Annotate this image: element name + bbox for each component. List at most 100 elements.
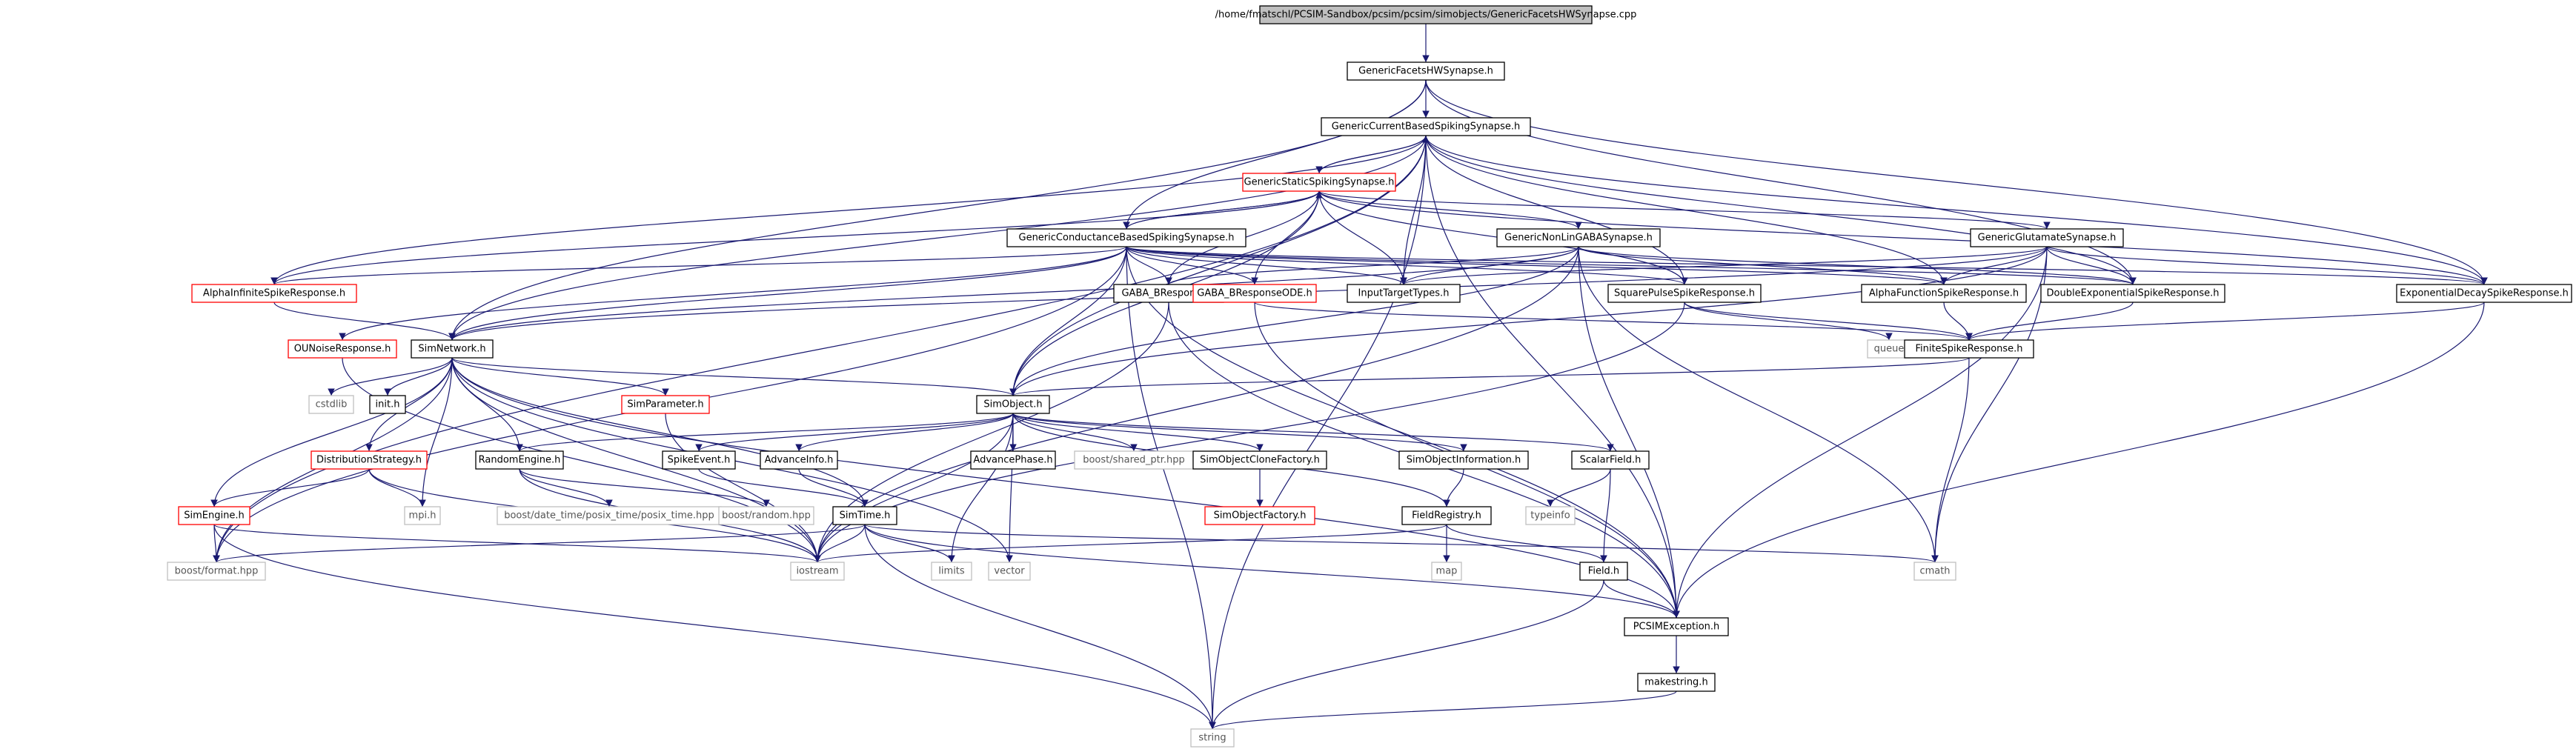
edge-gsss-to-gnlgaba: [1318, 190, 1582, 230]
edge-simtime-to-boostformat: [213, 524, 866, 563]
edge-diststrat-to-simengine: [210, 468, 370, 507]
node-scalarfield[interactable]: ScalarField.h: [1571, 450, 1650, 470]
node-gcond[interactable]: GenericConductanceBasedSpikingSynapse.h: [1006, 228, 1246, 247]
node-label: InputTargetTypes.h: [1358, 288, 1450, 299]
node-alphainf[interactable]: AlphaInfiniteSpikeResponse.h: [191, 284, 357, 303]
node-simtime[interactable]: SimTime.h: [832, 506, 897, 525]
node-box: [931, 562, 972, 581]
node-gnlgaba[interactable]: GenericNonLinGABASynapse.h: [1496, 228, 1661, 247]
node-label: AlphaInfiniteSpikeResponse.h: [203, 288, 345, 299]
edge-gcond-to-simnetwork: [448, 246, 1127, 341]
node-gglut[interactable]: GenericGlutamateSynapse.h: [1970, 228, 2124, 247]
node-gfhw[interactable]: GenericFacetsHWSynapse.h: [1347, 61, 1505, 81]
node-box: [1861, 284, 2027, 303]
node-box: [1579, 562, 1628, 581]
node-box: [718, 506, 814, 525]
node-advancephase[interactable]: AdvancePhase.h: [970, 450, 1056, 470]
node-label: PCSIMException.h: [1633, 622, 1720, 633]
node-root[interactable]: /home/fmatschl/PCSIM-Sandbox/pcsim/pcsim…: [1215, 5, 1637, 24]
edge-gnlgaba-to-doubleexp: [1578, 246, 2137, 285]
node-simparameter[interactable]: SimParameter.h: [621, 395, 710, 414]
node-objfactory[interactable]: SimObjectFactory.h: [1204, 506, 1315, 525]
node-box: [760, 450, 838, 470]
node-label: ExponentialDecaySpikeResponse.h: [2400, 288, 2569, 299]
edge-gglut-to-simobject: [1009, 246, 2048, 396]
node-map: map: [1431, 562, 1462, 581]
node-diststrat[interactable]: DistributionStrategy.h: [311, 450, 428, 470]
node-label: init.h: [376, 399, 400, 410]
node-gsss[interactable]: GenericStaticSpikingSynapse.h: [1242, 173, 1396, 192]
node-fieldh[interactable]: Field.h: [1579, 562, 1628, 581]
edge-squarepulse-to-queue: [1684, 302, 1893, 341]
edge-fieldh-to-string: [1209, 579, 1604, 730]
node-queue: queue: [1867, 339, 1911, 359]
edge-gcbs-to-doubleexp: [1425, 135, 2137, 285]
edge-simobject-to-scalarfield: [1012, 413, 1614, 452]
node-fieldregistry[interactable]: FieldRegistry.h: [1401, 506, 1492, 525]
edge-gsss-to-gglut: [1318, 190, 2051, 230]
node-limits: limits: [931, 562, 972, 581]
edge-simobject-to-siminfo: [1012, 413, 1467, 452]
node-cloneobjfactory[interactable]: SimObjectCloneFactory.h: [1192, 450, 1327, 470]
edge-simtime-to-pcsimexc: [864, 524, 1680, 619]
node-randomengine[interactable]: RandomEngine.h: [475, 450, 564, 470]
node-posixtime: boost/date_time/posix_time/posix_time.hp…: [497, 506, 722, 525]
node-finitespike[interactable]: FiniteSpikeResponse.h: [1904, 339, 2034, 359]
node-simobject[interactable]: SimObject.h: [976, 395, 1050, 414]
node-box: [1970, 228, 2124, 247]
node-gababode[interactable]: GABA_BResponseODE.h: [1192, 284, 1317, 303]
node-box: [1496, 228, 1661, 247]
node-box: [1190, 728, 1235, 748]
node-doubleexp[interactable]: DoubleExponentialSpikeResponse.h: [2040, 284, 2225, 303]
edge-gcbs-to-alphainf: [270, 135, 1427, 285]
edge-gsss-to-expdecay: [1318, 190, 2488, 285]
edge-simobject-to-cloneobjfactory: [1012, 413, 1264, 452]
node-box: [988, 562, 1031, 581]
node-ounoise[interactable]: OUNoiseResponse.h: [288, 339, 397, 359]
node-label: SimObjectCloneFactory.h: [1200, 455, 1320, 466]
node-pcsimexc[interactable]: PCSIMException.h: [1624, 617, 1729, 636]
edge-scalarfield-to-typeinfo: [1547, 468, 1611, 507]
edge-doubleexp-to-finitespike: [1965, 302, 2134, 341]
node-box: [369, 395, 406, 414]
edge-simobject-to-sharedptr: [1012, 413, 1138, 452]
edge-simengine-to-iostream: [213, 524, 821, 563]
node-simnetwork[interactable]: SimNetwork.h: [411, 339, 494, 359]
node-advanceinfo[interactable]: AdvanceInfo.h: [760, 450, 838, 470]
edge-gcond-to-alphafunc: [1126, 246, 1948, 285]
edge-fieldregistry-to-fieldh: [1446, 524, 1607, 563]
node-simengine[interactable]: SimEngine.h: [178, 506, 250, 525]
edge-simnetwork-to-simparameter: [451, 357, 669, 396]
node-box: [178, 506, 250, 525]
node-label: makestring.h: [1644, 677, 1707, 688]
edge-simobject-to-advanceinfo: [795, 413, 1014, 452]
node-box: [167, 562, 266, 581]
edge-gababode-to-finitespike: [1254, 302, 1973, 341]
edge-randomengine-to-posixtime: [519, 468, 613, 507]
edge-simobject-to-randomengine: [516, 413, 1014, 452]
edge-gcbs-to-boostformat: [213, 135, 1427, 563]
node-makestring[interactable]: makestring.h: [1637, 673, 1716, 692]
edge-simengine-to-string: [213, 524, 1216, 730]
edges-layer: [210, 24, 2488, 730]
node-gcbs[interactable]: GenericCurrentBasedSpikingSynapse.h: [1321, 117, 1531, 136]
edge-gcond-to-ounoise: [339, 246, 1127, 341]
node-expdecay[interactable]: ExponentialDecaySpikeResponse.h: [2396, 284, 2572, 303]
node-label: GenericGlutamateSynapse.h: [1978, 233, 2117, 244]
node-box: [1401, 506, 1492, 525]
node-box: [2396, 284, 2572, 303]
node-inputtarget[interactable]: InputTargetTypes.h: [1347, 284, 1461, 303]
node-squarepulse[interactable]: SquarePulseSpikeResponse.h: [1607, 284, 1762, 303]
edge-diststrat-to-mpi: [368, 468, 426, 507]
node-label: AdvancePhase.h: [973, 455, 1052, 466]
edge-simnetwork-to-cstdlib: [328, 357, 453, 396]
node-box: [1398, 450, 1529, 470]
node-box: [1571, 450, 1650, 470]
node-box: [475, 450, 564, 470]
node-label: SimObject.h: [983, 399, 1042, 410]
node-spikeevent[interactable]: SpikeEvent.h: [662, 450, 736, 470]
node-alphafunc[interactable]: AlphaFunctionSpikeResponse.h: [1861, 284, 2027, 303]
node-siminfo[interactable]: SimObjectInformation.h: [1398, 450, 1529, 470]
node-inith[interactable]: init.h: [369, 395, 406, 414]
node-label: GenericNonLinGABASynapse.h: [1504, 233, 1653, 244]
